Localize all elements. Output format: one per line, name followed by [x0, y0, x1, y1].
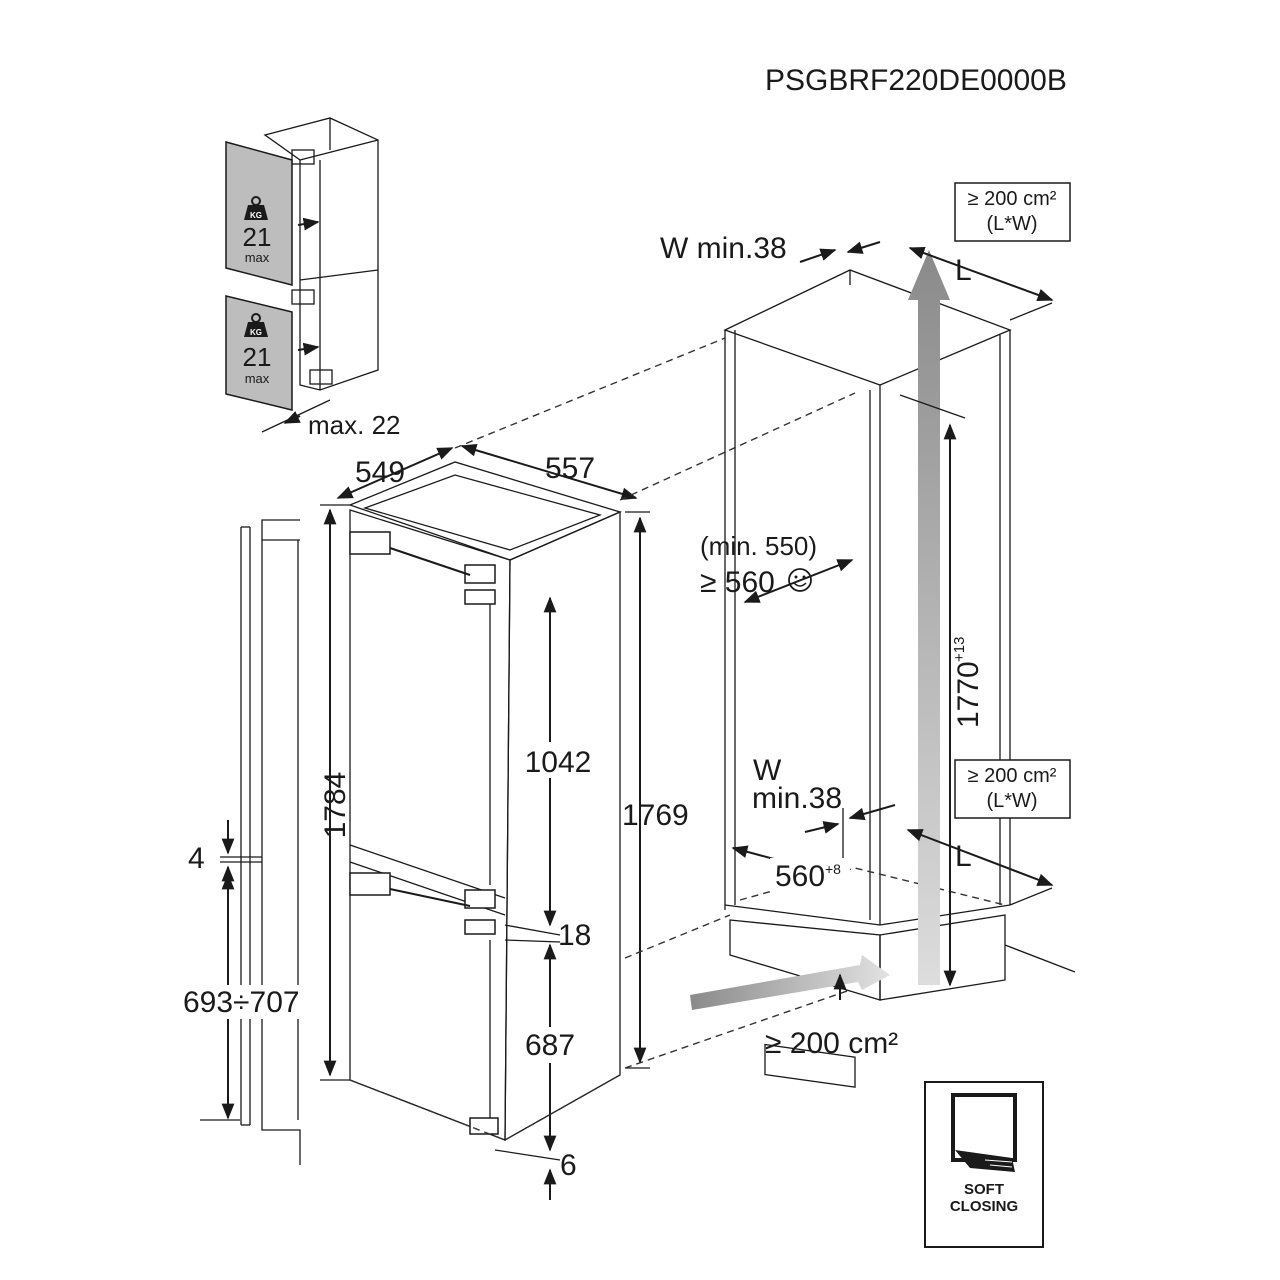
max-depth-label: max. 22 — [308, 410, 401, 440]
air-flow-up-arrow — [908, 250, 950, 985]
soft-closing-badge: SOFT CLOSING — [924, 1081, 1044, 1248]
lower-weight-value: 21 — [243, 342, 272, 372]
lower-door-label: 687 — [525, 1029, 575, 1062]
smiley-icon — [788, 568, 812, 592]
min-depth-label: (min. 550) — [700, 531, 817, 561]
panel-gap-label: 4 — [188, 842, 205, 875]
niche-w-bottom-2: min.38 — [752, 782, 842, 815]
panel-range-label: 693÷707 — [183, 986, 300, 1019]
bottom-label: 6 — [560, 1149, 577, 1182]
projection-lines — [454, 337, 856, 1069]
lower-door-panel — [225, 295, 293, 411]
niche-height-label: 1770 +13 — [951, 637, 985, 728]
vent-box-mid — [954, 759, 1071, 819]
niche-bottom-width-value: 560 — [775, 860, 825, 893]
kg-badge: KG — [250, 211, 262, 220]
height-body-label: 1769 — [622, 799, 689, 832]
l-label-top: L — [955, 254, 972, 287]
model-code: PSGBRF220DE0000B — [765, 64, 1067, 97]
niche-height-value: 1770 — [952, 661, 985, 728]
appliance-illustration: 549 557 1784 1769 1042 18 687 6 — [319, 443, 689, 1200]
upper-door-label: 1042 — [525, 746, 592, 779]
width-label: 549 — [355, 456, 405, 489]
kg-badge: KG — [250, 328, 262, 337]
height-total-label: 1784 — [319, 772, 352, 839]
soft-closing-line2: CLOSING — [950, 1198, 1018, 1215]
vent-mid-line1: ≥ 200 cm² — [968, 765, 1057, 787]
decor-panel-profile: 4 693÷707 — [180, 519, 312, 1165]
weight-icon: KG — [244, 313, 268, 337]
weight-icon: KG — [244, 196, 268, 220]
door-panel-illustration: KG 21 max KG 21 max max. 22 — [225, 117, 401, 440]
vent-box-top — [954, 182, 1071, 242]
vent-top-line1: ≥ 200 cm² — [968, 188, 1057, 210]
vent-top-line2: (L*W) — [986, 213, 1037, 235]
soft-closing-icon — [951, 1093, 1017, 1172]
l-label-bottom: L — [955, 840, 972, 873]
air-flow-in-arrow — [690, 955, 890, 1010]
niche-w-bottom-1: W — [753, 754, 782, 787]
niche-bottom-width-tolerance: +8 — [825, 861, 841, 877]
niche-width-top-label: W min.38 — [660, 232, 787, 265]
soft-closing-line1: SOFT — [964, 1181, 1004, 1198]
niche-height-tolerance: +13 — [951, 637, 968, 662]
upper-weight-unit: max — [245, 250, 270, 265]
lower-weight-unit: max — [245, 371, 270, 386]
niche-illustration: W min.38 L ≥ 200 cm² (L*W) (min. 550) ≥ … — [660, 182, 1076, 1088]
recommended-depth-label: ≥ 560 — [700, 566, 775, 599]
vent-mid-line2: (L*W) — [986, 790, 1037, 812]
vent-bottom-label: ≥ 200 cm² — [765, 1027, 898, 1060]
depth-label: 557 — [545, 452, 595, 485]
upper-weight-value: 21 — [243, 222, 272, 252]
gap-label: 18 — [558, 919, 591, 952]
